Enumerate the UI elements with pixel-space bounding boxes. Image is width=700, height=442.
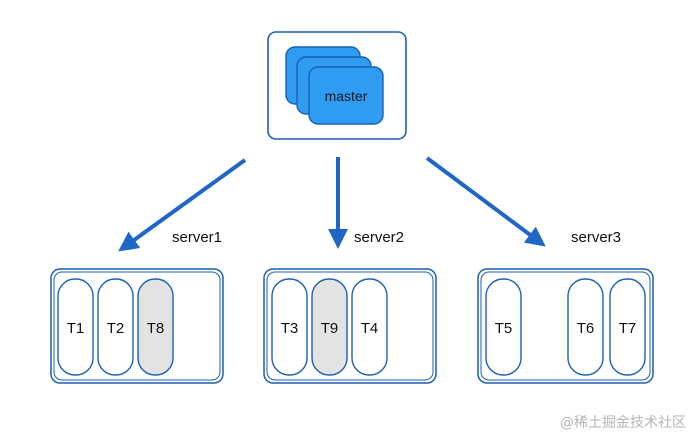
task-label: T5 [495,320,513,337]
master-stack-card-front [308,66,384,125]
server2-label: server2 [354,229,404,246]
task-slot [485,278,522,376]
server1-node: T1 T2 T8 [50,268,224,384]
task-slot-highlighted [311,278,348,376]
server1-label: server1 [172,229,222,246]
task-label: T4 [361,320,379,337]
server3-label: server3 [571,229,621,246]
watermark-text: @稀土掘金技术社区 [560,415,686,431]
task-label: T8 [147,320,165,337]
server2-container-inner [266,271,434,381]
task-slot [97,278,134,376]
task-label: T2 [107,320,125,337]
task-label: T3 [281,320,299,337]
server1-container-inner [53,271,221,381]
master-node: master [267,31,407,140]
task-slot [609,278,646,376]
task-slot [567,278,604,376]
task-label: T9 [321,320,339,337]
server2-node: T3 T9 T4 [263,268,437,384]
server3-container-outer [477,268,654,384]
task-label: T1 [67,320,85,337]
server3-node: T5 T6 T7 [477,268,654,384]
task-label: T7 [619,320,637,337]
arrow-to-server1 [118,158,247,252]
task-label: T6 [577,320,595,337]
task-slot-highlighted [137,278,174,376]
server1-container-outer [50,268,224,384]
master-label: master [325,88,368,104]
server3-container-inner [480,271,651,381]
task-slot [351,278,388,376]
task-slot [271,278,308,376]
arrow-to-server3 [425,156,546,247]
task-slot [57,278,94,376]
